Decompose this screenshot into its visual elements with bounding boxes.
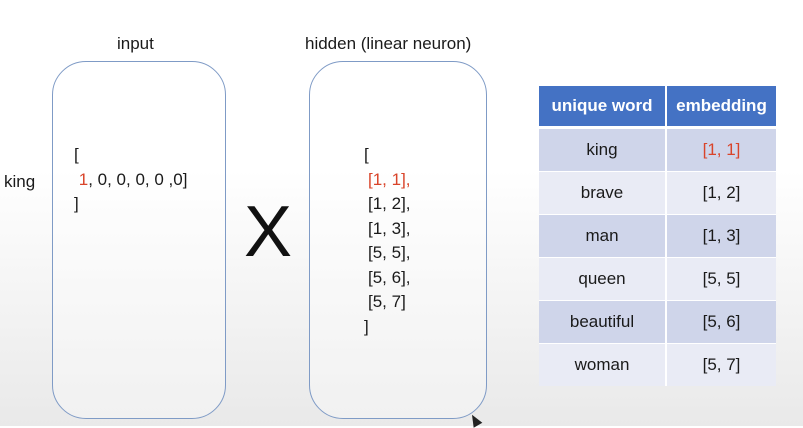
hidden-matrix-close: ]: [364, 316, 369, 336]
table-row: brave [1, 2]: [539, 171, 776, 215]
word-cell: king: [539, 127, 666, 172]
word-cell: man: [539, 214, 666, 258]
table-row: queen [5, 5]: [539, 257, 776, 301]
table-row: king [1, 1]: [539, 127, 776, 172]
header-embedding: embedding: [665, 86, 776, 129]
hidden-matrix-row: [1, 1],: [368, 169, 411, 189]
table-header-row: unique word embedding: [539, 86, 776, 129]
input-vector-values: 1, 0, 0, 0, 0 ,0]: [74, 168, 188, 193]
embedding-cell: [1, 1]: [665, 127, 776, 172]
embedding-cell: [1, 2]: [665, 171, 776, 215]
input-title: input: [117, 34, 154, 53]
hidden-matrix-row: [5, 7]: [368, 292, 406, 311]
hidden-matrix-row: [1, 3],: [368, 218, 411, 238]
input-vector-open: [: [74, 145, 79, 164]
word-label: king: [4, 172, 36, 191]
table-row: man [1, 3]: [539, 214, 776, 258]
embedding-cell: [5, 5]: [665, 257, 776, 301]
table-row: woman [5, 7]: [539, 343, 776, 386]
mouse-cursor-icon: [467, 412, 483, 428]
input-vector-rest: , 0, 0, 0, 0 ,0]: [88, 169, 188, 189]
hidden-matrix-open: [: [364, 145, 369, 164]
input-vector-close: ]: [74, 194, 79, 213]
embedding-cell: [1, 3]: [665, 214, 776, 258]
header-unique-word: unique word: [539, 86, 666, 129]
input-vector: [ 1, 0, 0, 0, 0 ,0]]: [74, 143, 187, 217]
input-vector-hot-value: 1: [78, 169, 89, 189]
hidden-matrix: [ [1, 1], [1, 2], [1, 3], [5, 5], [5, 6], [5, …: [364, 143, 411, 339]
embedding-cell: [5, 7]: [665, 343, 776, 386]
hidden-box: [309, 61, 487, 419]
hidden-title: hidden (linear neuron): [305, 34, 472, 53]
hidden-matrix-row: [1, 2],: [368, 194, 411, 213]
embedding-table: unique word embedding king [1, 1] brave …: [539, 86, 776, 386]
embedding-cell: [5, 6]: [665, 300, 776, 344]
word-cell: queen: [539, 257, 666, 301]
input-box: [52, 61, 226, 419]
word-cell: brave: [539, 171, 666, 215]
hidden-matrix-row: [5, 5],: [368, 243, 411, 262]
table-row: beautiful [5, 6]: [539, 300, 776, 344]
word-cell: beautiful: [539, 300, 666, 344]
hidden-matrix-row: [5, 6],: [368, 267, 411, 287]
word-cell: woman: [539, 343, 666, 386]
multiply-operator: X: [244, 192, 293, 272]
